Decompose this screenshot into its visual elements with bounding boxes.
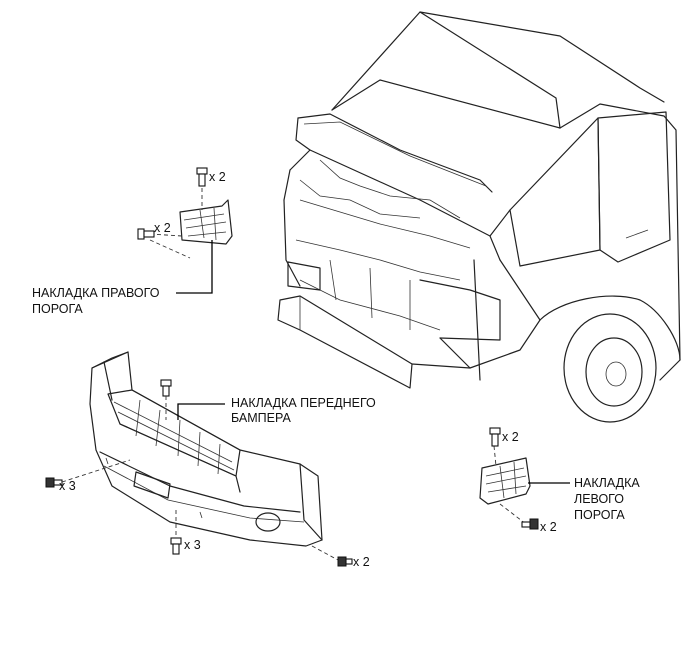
- right-sill-top-bolt-icon: [196, 167, 208, 187]
- bumper-left-screw-icon: [45, 477, 63, 488]
- front-bumper-label-line1: НАКЛАДКА ПЕРЕДНЕГО: [231, 396, 376, 410]
- right-sill-side-clip-qty: x 2: [154, 221, 171, 235]
- right-sill-cover-part: [149, 188, 233, 245]
- left-sill-label-line2: ЛЕВОГО: [574, 492, 624, 506]
- right-sill-side-clip-icon: [137, 228, 155, 240]
- left-sill-bottom-screw-icon: [521, 518, 539, 530]
- bumper-bottom-clip-qty: x 3: [184, 538, 201, 552]
- left-sill-label-line1: НАКЛАДКА: [574, 476, 640, 490]
- left-sill-label-line3: ПОРОГА: [574, 508, 625, 522]
- left-sill-cover-part: [479, 445, 531, 525]
- left-sill-top-bolt-icon: [489, 427, 501, 447]
- bumper-top-clip-icon: [160, 379, 172, 397]
- right-sill-label-line1: НАКЛАДКА ПРАВОГО: [32, 286, 160, 300]
- bumper-right-screw-qty: x 2: [353, 555, 370, 569]
- bumper-left-screw-qty: x 3: [59, 479, 76, 493]
- front-bumper-cover-part: [89, 351, 323, 547]
- left-sill-top-bolt-qty: x 2: [502, 430, 519, 444]
- vehicle-illustration: [277, 11, 681, 423]
- right-sill-leader-line: [176, 240, 213, 294]
- left-sill-bottom-screw-qty: x 2: [540, 520, 557, 534]
- bumper-bottom-clip-icon: [170, 537, 182, 555]
- bumper-right-screw-icon: [337, 556, 353, 567]
- front-bumper-label-line2: БАМПЕРА: [231, 411, 292, 425]
- right-sill-label-line2: ПОРОГА: [32, 302, 83, 316]
- front-bumper-leader-line: [177, 403, 225, 420]
- right-sill-top-bolt-qty: x 2: [209, 170, 226, 184]
